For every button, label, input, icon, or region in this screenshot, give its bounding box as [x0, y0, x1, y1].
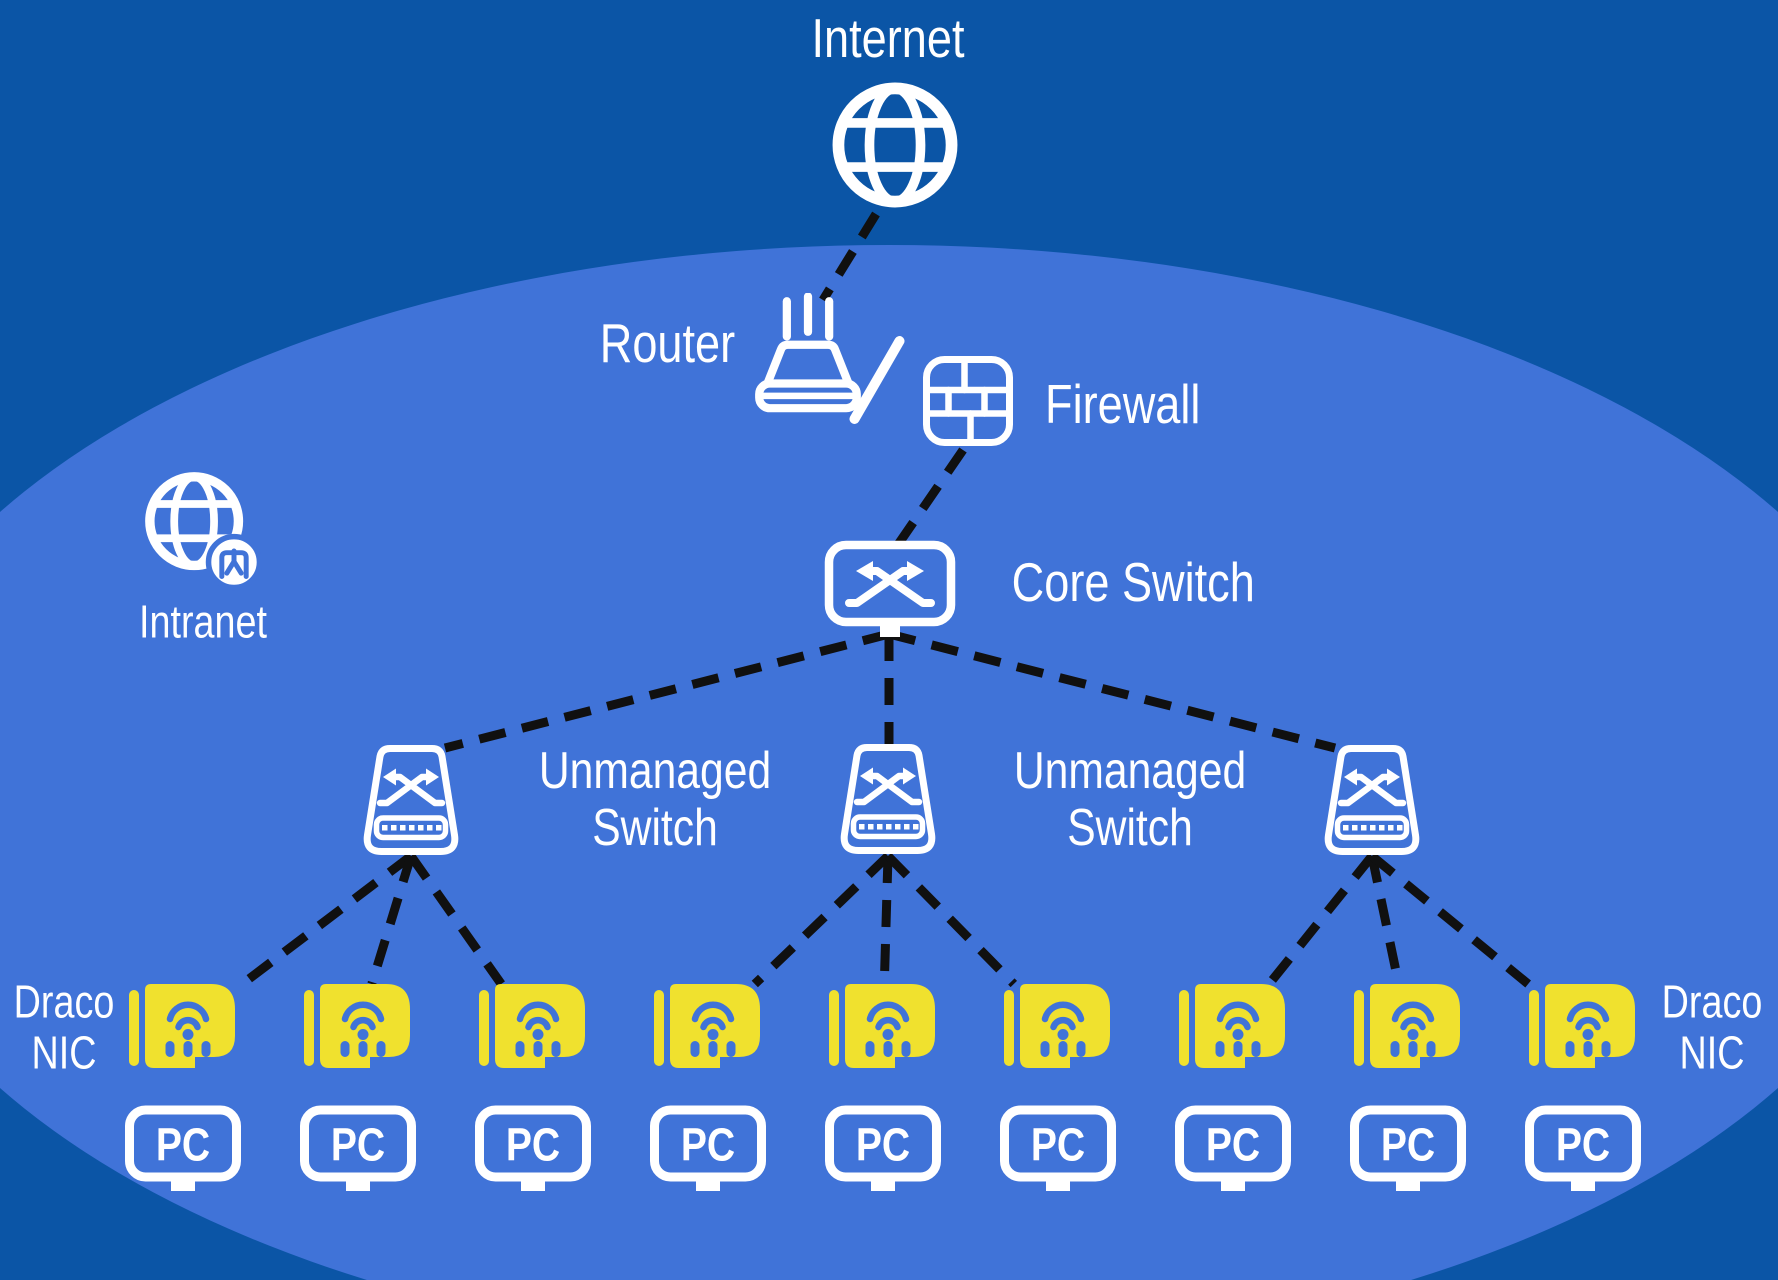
draco-nic-label-right: Draco NIC: [1661, 975, 1763, 1078]
wifi-icon: [1041, 1001, 1085, 1040]
link-switch_1-nic_3: [407, 853, 505, 987]
intranet-globe-icon: [145, 472, 263, 591]
pc-monitor-icon: PC: [1175, 1105, 1291, 1191]
nic-pins: [165, 1041, 211, 1057]
link-firewall-core_switch: [893, 447, 967, 549]
nic-card-icon: [1004, 984, 1110, 1068]
wireless-router-icon: [755, 293, 861, 413]
link-switch_3-nic_9: [1369, 852, 1531, 988]
core-switch-label: Core Switch: [1011, 550, 1255, 613]
nic-pins: [1565, 1041, 1611, 1057]
internet-globe-icon: [832, 82, 958, 208]
unmanaged-switch-label-2: Unmanaged Switch: [1013, 741, 1247, 857]
nic-pins: [1215, 1041, 1261, 1057]
wifi-icon: [516, 1001, 560, 1040]
pc-label: PC: [1206, 1120, 1260, 1172]
nic-pins: [1040, 1041, 1086, 1057]
nic-card-icon: [829, 984, 935, 1068]
intranet-label: Intranet: [139, 595, 267, 648]
wifi-icon: [691, 1001, 735, 1040]
firewall-label: Firewall: [1045, 372, 1201, 435]
link-internet-router: [819, 211, 880, 303]
pc-monitor-icon: PC: [1000, 1105, 1116, 1191]
pc-label: PC: [1556, 1120, 1610, 1172]
pc-monitor-icon: PC: [125, 1105, 241, 1191]
nic-pins: [865, 1041, 911, 1057]
link-switch_2-nic_4: [751, 852, 892, 988]
pc-monitor-icon: PC: [300, 1105, 416, 1191]
nic-card-icon: [1354, 984, 1460, 1068]
pc-label: PC: [1381, 1120, 1435, 1172]
wifi-icon: [1566, 1001, 1610, 1040]
pc-label: PC: [506, 1120, 560, 1172]
nic-pins: [340, 1041, 386, 1057]
pc-monitor-icon: PC: [1525, 1105, 1641, 1191]
pc-monitor-icon: PC: [825, 1105, 941, 1191]
nic-card-icon: [479, 984, 585, 1068]
link-core_switch-switch_3: [887, 629, 1337, 753]
router-label: Router: [599, 311, 736, 374]
nic-card-icon: [654, 984, 760, 1068]
pc-label: PC: [331, 1120, 385, 1172]
pc-label: PC: [856, 1120, 910, 1172]
pc-monitor-icon: PC: [1350, 1105, 1466, 1191]
unmanaged-switch-icon-2: [840, 744, 936, 854]
unmanaged-switch-label-1: Unmanaged Switch: [538, 741, 772, 857]
firewall-icon: [923, 356, 1013, 446]
pc-label: PC: [156, 1120, 210, 1172]
link-core_switch-switch_1: [443, 629, 891, 753]
link-switch_3-nic_7: [1265, 853, 1376, 987]
nic-card-icon: [304, 984, 410, 1068]
unmanaged-switch-icon-3: [1324, 745, 1420, 855]
wifi-icon: [1391, 1001, 1435, 1040]
core-switch-icon: [824, 540, 956, 637]
wifi-icon: [166, 1001, 210, 1040]
wifi-icon: [866, 1001, 910, 1040]
intranet-badge-icon: [205, 533, 263, 591]
pc-label: PC: [681, 1120, 735, 1172]
internet-label: Internet: [811, 6, 965, 69]
unmanaged-switch-icon-1: [363, 745, 459, 855]
link-switch_2-nic_5: [879, 855, 893, 985]
pc-monitor-icon: PC: [650, 1105, 766, 1191]
pc-label: PC: [1031, 1120, 1085, 1172]
nic-card-icon: [1179, 984, 1285, 1068]
draco-nic-label-left: Draco NIC: [13, 975, 115, 1078]
link-switch_1-nic_1: [239, 852, 414, 988]
pc-monitor-icon: PC: [475, 1105, 591, 1191]
link-switch_3-nic_8: [1367, 855, 1404, 985]
nic-card-icon: [1529, 984, 1635, 1068]
link-switch_1-nic_2: [367, 854, 416, 986]
link-switch_2-nic_6: [884, 852, 1018, 988]
nic-card-icon: [129, 984, 235, 1068]
nic-pins: [515, 1041, 561, 1057]
nic-pins: [690, 1041, 736, 1057]
wifi-icon: [341, 1001, 385, 1040]
nic-pins: [1390, 1041, 1436, 1057]
wifi-icon: [1216, 1001, 1260, 1040]
